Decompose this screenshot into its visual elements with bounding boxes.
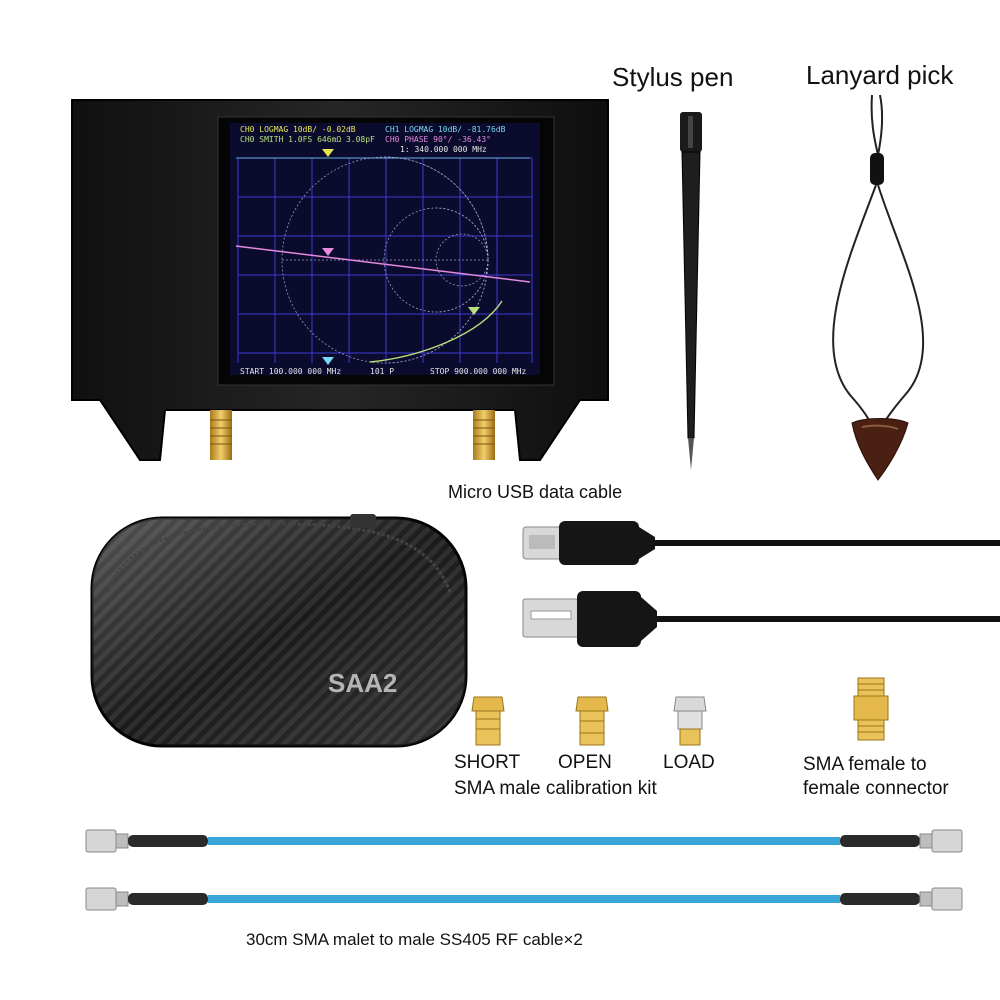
short-label: SHORT <box>454 752 521 773</box>
micro-usb-cable <box>522 521 1000 647</box>
screen-line1-left: CH0 LOGMAG 10dB/ -0.02dB <box>240 125 356 134</box>
screen-line2-right: CH0 PHASE 90°/ -36.43° <box>385 135 491 144</box>
vna-device <box>71 99 609 461</box>
cal-load-connector <box>673 696 707 746</box>
screen-points: 101 P <box>370 367 395 376</box>
connector-label-line2: female connector <box>803 778 949 799</box>
screen-line2-left: CH0 SMITH 1.0FS 646mΩ 3.08pF <box>240 135 375 144</box>
rf-cable-1 <box>85 829 963 853</box>
open-label: OPEN <box>558 752 612 773</box>
stylus-pen <box>680 112 702 470</box>
connector-label-line1: SMA female to <box>803 754 927 775</box>
lanyard-pick <box>832 95 925 481</box>
device-screen <box>230 123 540 375</box>
screen-line1-right: CH1 LOGMAG 10dB/ -81.76dB <box>385 125 506 134</box>
lanyard-label: Lanyard pick <box>806 60 954 90</box>
usb-cable-label: Micro USB data cable <box>448 482 623 502</box>
sma-female-connector <box>853 677 889 741</box>
cal-kit-label: SMA male calibration kit <box>454 778 657 799</box>
screen-line3-right: 1: 340.000 000 MHz <box>400 145 487 154</box>
cal-open-connector <box>575 696 609 746</box>
rf-cable-2 <box>85 887 963 911</box>
stylus-label: Stylus pen <box>612 62 734 92</box>
screen-stop: STOP 900.000 000 MHz <box>430 367 527 376</box>
load-label: LOAD <box>663 752 715 773</box>
rf-cable-label: 30cm SMA malet to male SS405 RF cable×2 <box>246 930 583 949</box>
cal-short-connector <box>471 696 505 746</box>
screen-start: START 100.000 000 MHz <box>240 367 342 376</box>
case-label: SAA2 <box>328 668 398 698</box>
carry-case <box>90 514 468 748</box>
